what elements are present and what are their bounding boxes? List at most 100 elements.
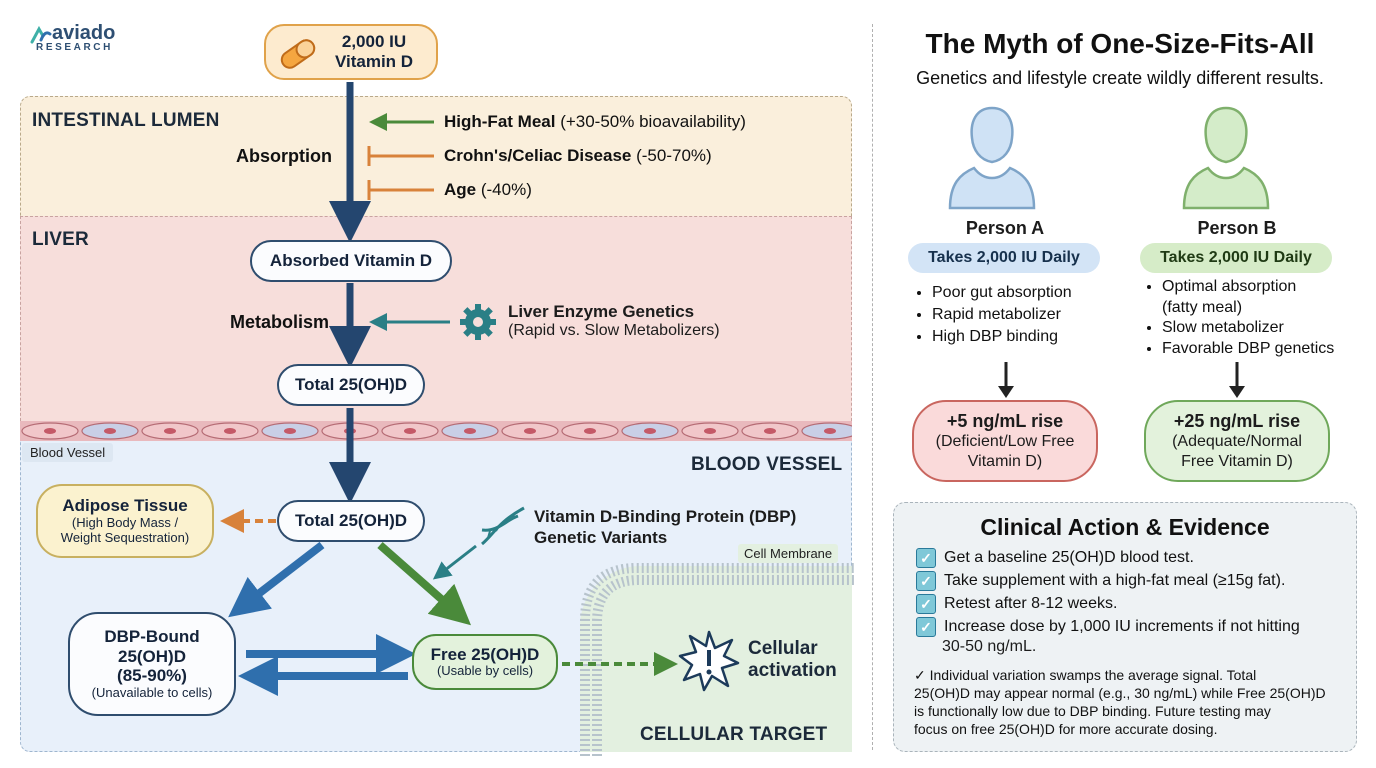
- person-a-name: Person A: [965, 218, 1045, 238]
- total-liver-node: Total 25(OH)D: [277, 364, 425, 406]
- list-item: (fatty meal): [1162, 298, 1243, 316]
- dbp-variants-line1: Vitamin D-Binding Protein (DBP): [534, 507, 797, 526]
- activation-text: Cellular activation: [748, 638, 837, 682]
- factor-crohns: Crohn's/Celiac Disease (-50-70%): [444, 146, 712, 166]
- checklist-item-2: ✓ Take supplement with a high-fat meal (≥…: [916, 571, 1285, 591]
- factor-age: Age (-40%): [444, 180, 532, 200]
- list-item: Optimal absorption: [1162, 277, 1334, 298]
- absorption-label: Absorption: [236, 146, 332, 166]
- adipose-title: Adipose Tissue: [62, 496, 188, 516]
- panel-divider: [872, 24, 873, 750]
- vessel-cell-nucleus: [764, 428, 776, 434]
- checklist-text: Get a baseline 25(OH)D blood test.: [944, 549, 1194, 566]
- vessel-cell-nucleus: [644, 428, 656, 434]
- right-title: The Myth of One-Size-Fits-All: [925, 28, 1315, 59]
- person-b-result-line3: Free Vitamin D): [1181, 453, 1293, 470]
- absorbed-label: Absorbed Vitamin D: [269, 251, 433, 271]
- person-a-bullets: Poor gut absorption Rapid metabolizer Hi…: [910, 282, 1072, 348]
- dose-line2: Vitamin D: [334, 52, 414, 71]
- factor-name: Age: [444, 180, 477, 199]
- person-b-bullets: Optimal absorption (fatty meal) Slow met…: [1140, 277, 1334, 359]
- person-b-icon: [1182, 106, 1270, 210]
- adipose-sub1: (High Body Mass /: [71, 514, 179, 530]
- checkbox-icon: ✓: [916, 548, 936, 568]
- membrane-tag: Cell Membrane: [738, 544, 839, 563]
- enzyme-title: Liver Enzyme Genetics: [508, 302, 695, 321]
- metabolism-label: Metabolism: [230, 312, 330, 332]
- zone-title-liver: LIVER: [32, 229, 89, 250]
- factor-effect: (+30-50% bioavailability): [560, 112, 746, 131]
- checkbox-icon: ✓: [916, 571, 936, 591]
- vessel-cell-nucleus: [284, 428, 296, 434]
- free-title: Free 25(OH)D: [430, 644, 540, 664]
- person-a-result-line2: (Deficient/Low Free: [935, 433, 1075, 450]
- person-b-dose-pill: Takes 2,000 IU Daily: [1140, 243, 1332, 273]
- checkbox-icon: ✓: [916, 594, 936, 614]
- note-line: ✓ Individual variation swamps the averag…: [914, 667, 1257, 683]
- checkbox-icon: ✓: [916, 617, 936, 637]
- factor-effect: (-40%): [480, 180, 532, 199]
- person-a-dose-pill: Takes 2,000 IU Daily: [908, 243, 1100, 273]
- person-a-icon: [948, 106, 1036, 210]
- person-b-name: Person B: [1197, 218, 1277, 238]
- dbp-variants-text: Vitamin D-Binding Protein (DBP) Genetic …: [534, 506, 796, 548]
- person-b-result: +25 ng/mL rise (Adequate/Normal Free Vit…: [1144, 400, 1330, 482]
- dbp-variants-line2: Genetic Variants: [534, 528, 668, 547]
- vessel-cell-nucleus: [44, 428, 56, 434]
- zone-title-vessel: BLOOD VESSEL: [691, 454, 843, 475]
- factor-high-fat: High-Fat Meal (+30-50% bioavailability): [444, 112, 746, 132]
- free-node: Free 25(OH)D (Usable by cells): [412, 634, 558, 690]
- activation-burst-icon: [678, 630, 740, 692]
- logo: aviado RESEARCH: [30, 22, 140, 56]
- list-item: Poor gut absorption: [932, 282, 1072, 304]
- adipose-node: Adipose Tissue (High Body Mass / Weight …: [36, 484, 214, 558]
- note-line: is functionally low due to DBP binding. …: [914, 703, 1271, 719]
- person-a-result: +5 ng/mL rise (Deficient/Low Free Vitami…: [912, 400, 1098, 482]
- enzyme-sub: (Rapid vs. Slow Metabolizers): [508, 322, 720, 339]
- vessel-cell-nucleus: [464, 428, 476, 434]
- checklist-item-4-cont: 30-50 ng/mL.: [942, 638, 1037, 655]
- person-a-result-line3: Vitamin D): [967, 453, 1043, 470]
- adipose-sub2: Weight Sequestration): [60, 529, 190, 545]
- checklist-item-1: ✓ Get a baseline 25(OH)D blood test.: [916, 548, 1194, 568]
- checklist-text: Take supplement with a high-fat meal (≥1…: [944, 572, 1286, 589]
- person-a-result-line1: +5 ng/mL rise: [946, 411, 1064, 431]
- clinical-title: Clinical Action & Evidence: [980, 514, 1270, 540]
- vessel-cell-nucleus: [584, 428, 596, 434]
- vessel-cell-nucleus: [224, 428, 236, 434]
- checklist-text: Increase dose by 1,000 IU increments if …: [944, 618, 1300, 635]
- dose-line1: 2,000 IU: [341, 32, 407, 52]
- enzyme-text: Liver Enzyme Genetics (Rapid vs. Slow Me…: [508, 302, 720, 340]
- factor-name: High-Fat Meal: [444, 112, 556, 131]
- logo-sub: RESEARCH: [36, 42, 113, 53]
- zone-intestinal-lumen: [20, 96, 852, 216]
- person-a-arrow: [998, 362, 1014, 398]
- total-blood-label: Total 25(OH)D: [294, 511, 408, 531]
- right-subtitle: Genetics and lifestyle create wildly dif…: [916, 68, 1324, 88]
- dbp-bound-line2: 25(OH)D: [117, 646, 186, 666]
- free-sub: (Usable by cells): [436, 663, 534, 679]
- total-liver-label: Total 25(OH)D: [294, 375, 408, 395]
- dbp-bound-line1: DBP-Bound: [104, 627, 200, 647]
- vessel-cell-nucleus: [104, 428, 116, 434]
- activation-line2: activation: [748, 660, 837, 681]
- person-b-arrow: [1229, 362, 1245, 398]
- checklist-item-4: ✓ Increase dose by 1,000 IU increments if…: [916, 617, 1300, 637]
- flow-arrows: [220, 82, 678, 696]
- clinical-note: ✓ Individual variation swamps the averag…: [914, 666, 1326, 738]
- vessel-cell-nucleus: [824, 428, 836, 434]
- pill-icon: [280, 39, 316, 69]
- dbp-bound-line3: (85-90%): [117, 666, 187, 686]
- zone-title-cell: CELLULAR TARGET: [640, 724, 828, 745]
- vessel-wall: [20, 421, 852, 441]
- checklist-item-3: ✓Retest after 8-12 weeks.: [916, 594, 1117, 614]
- dbp-bound-node: DBP-Bound 25(OH)D (85-90%) (Unavailable …: [68, 612, 236, 716]
- cell-membrane: [580, 563, 855, 756]
- factor-effect: (-50-70%): [636, 146, 712, 165]
- vessel-cell-nucleus: [164, 428, 176, 434]
- dna-icon: [481, 506, 525, 546]
- vessel-cell-nucleus: [404, 428, 416, 434]
- gear-icon: [460, 304, 496, 340]
- dbp-bound-sub: (Unavailable to cells): [91, 684, 213, 700]
- zone-title-lumen: INTESTINAL LUMEN: [32, 110, 220, 131]
